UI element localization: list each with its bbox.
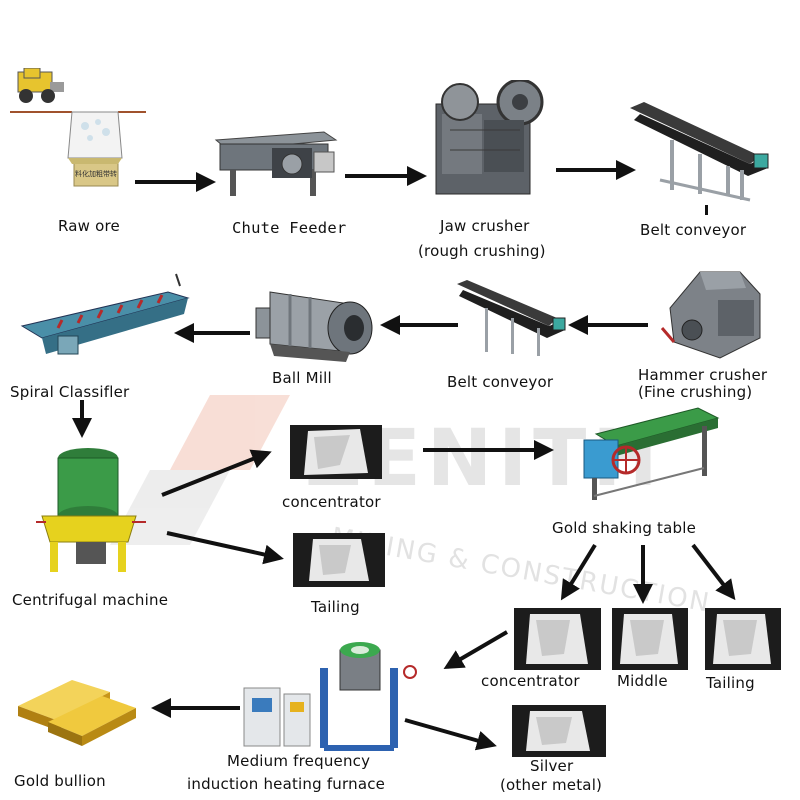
gold-bullion-illustration	[12, 666, 140, 746]
silver-bag	[512, 705, 606, 757]
label-middle: Middle	[617, 672, 668, 690]
label-spiral-classifier: Spiral Classifler	[10, 383, 130, 401]
label-furnace: Medium frequency	[227, 752, 371, 770]
label-tailing-lower: Tailing	[706, 674, 755, 692]
belt-conveyor-top-illustration	[630, 100, 780, 210]
label-concentrator-lower: concentrator	[481, 672, 580, 690]
ore-hopper	[67, 111, 123, 187]
label-hammer-crusher: Hammer crusher	[638, 366, 768, 384]
concentrator-lower-bag	[514, 608, 601, 670]
jaw-crusher-illustration	[430, 80, 548, 202]
label-centrifugal-machine: Centrifugal machine	[12, 591, 169, 609]
label-belt-conveyor-top: Belt conveyor	[640, 221, 747, 239]
label-jaw-crusher: Jaw crusher	[440, 217, 530, 235]
arrow-concentrator-to-furnace	[443, 630, 509, 670]
middle-bag	[612, 608, 688, 670]
label-silver-sub: (other metal)	[500, 776, 603, 794]
label-chute-feeder: Chute Feeder	[232, 219, 347, 237]
ball-mill-illustration	[250, 278, 380, 364]
label-furnace-sub: induction heating furnace	[187, 775, 386, 793]
label-silver: Silver	[530, 757, 574, 775]
label-concentrator-upper: concentrator	[282, 493, 381, 511]
label-hammer-crusher-sub: (Fine crushing)	[638, 383, 753, 401]
label-gold-shaking-table: Gold shaking table	[552, 519, 697, 537]
raw-ore-illustration: 料化加粗带转	[10, 68, 150, 188]
concentrator-upper-bag	[290, 425, 382, 479]
tailing-upper-bag	[293, 533, 385, 587]
loader-icon	[17, 68, 64, 103]
label-raw-ore: Raw ore	[58, 217, 120, 235]
label-belt-conveyor-mid: Belt conveyor	[447, 373, 554, 391]
hammer-crusher-illustration	[660, 268, 775, 368]
gold-shaking-table-illustration	[572, 404, 722, 504]
induction-furnace-illustration	[240, 628, 420, 752]
arrow-table-to-concentrator	[560, 543, 597, 601]
hopper-sign-text: 料化加粗带转	[75, 169, 117, 178]
label-jaw-crusher-sub: (rough crushing)	[418, 242, 546, 260]
tailing-lower-bag	[705, 608, 781, 670]
label-tailing-upper: Tailing	[311, 598, 360, 616]
spiral-classifier-illustration	[18, 272, 194, 362]
arrow-centrifugal-to-concentrator	[161, 449, 272, 497]
label-ball-mill: Ball Mill	[272, 369, 332, 387]
furnace-frame	[320, 642, 417, 751]
belt-conveyor-mid-illustration	[455, 278, 573, 364]
watermark-logo-shape	[170, 395, 290, 470]
chute-feeder-illustration	[212, 128, 342, 204]
arrow-table-to-tailing	[691, 543, 736, 601]
arrow-centrifugal-to-tailing	[166, 531, 284, 565]
belt-conveyor-top-dash	[705, 205, 708, 215]
label-gold-bullion: Gold bullion	[14, 772, 106, 790]
centrifugal-machine-illustration	[36, 442, 148, 578]
